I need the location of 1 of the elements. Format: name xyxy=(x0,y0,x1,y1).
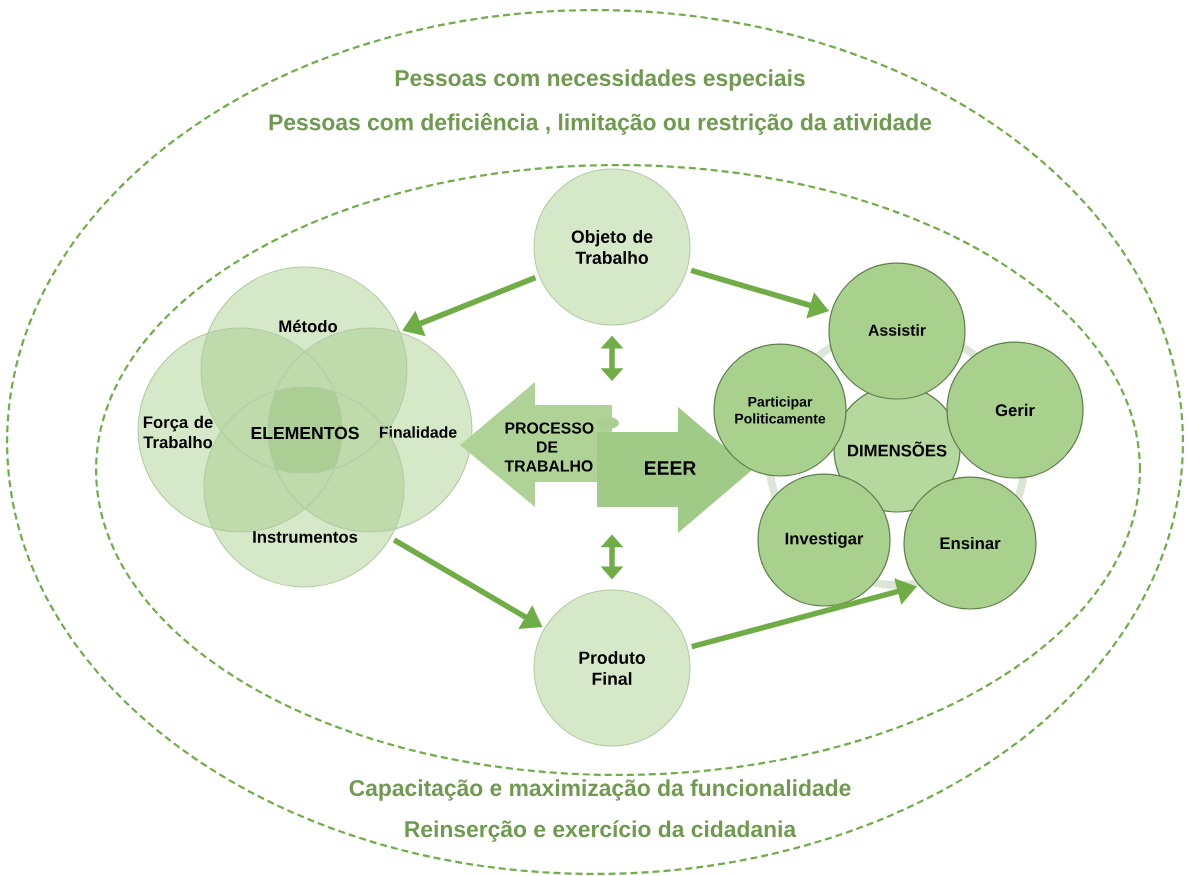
dashed-ellipse xyxy=(95,163,1141,777)
